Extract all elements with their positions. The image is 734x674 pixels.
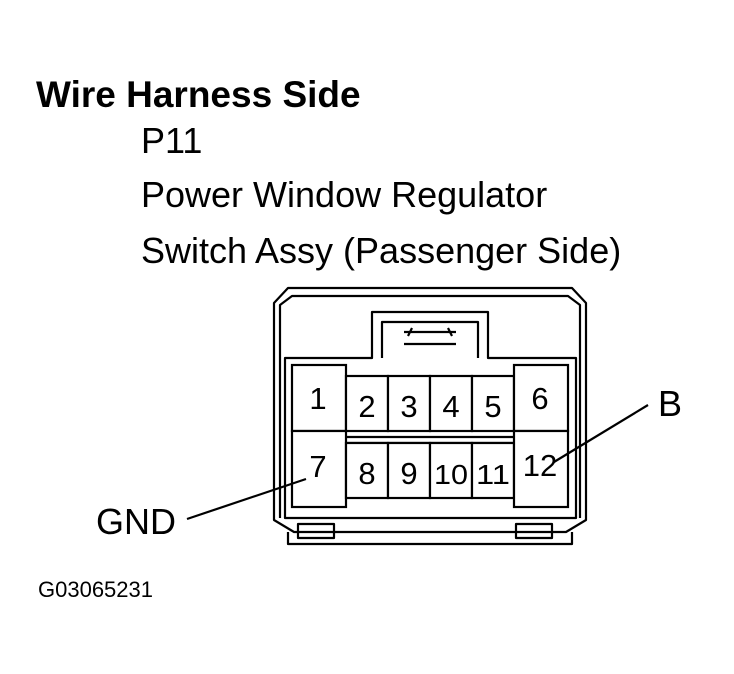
pin-cell-7 [290,429,348,509]
pin-number: 3 [400,389,417,424]
pin-cell-12 [512,429,570,509]
gnd-leader-line [186,477,307,521]
connector-bottom-tab-left [296,522,336,540]
pin-cell-4 [428,374,474,433]
pin-number: 9 [400,456,417,491]
connector-latch-detail [404,327,456,337]
pin-number: 4 [442,389,459,424]
connector-code: P11 [141,120,203,161]
connector-bottom-tab-right [514,522,554,540]
pin-cell-1 [290,363,348,433]
b-leader-line [553,404,649,463]
component-name-line-2: Switch Assy (Passenger Side) [141,230,622,271]
pin-cell-11 [470,441,516,500]
pin-cell-9 [386,441,432,500]
component-name-line-1: Power Window Regulator [141,174,548,215]
page-title: Wire Harness Side [36,74,361,115]
pin-number: 7 [309,449,326,484]
pin-number: 5 [484,389,501,424]
connector-latch [380,320,480,358]
connector-housing-skirt [286,532,574,546]
pin-number: 11 [476,459,510,490]
pin-cell-6 [512,363,570,433]
pin-number: 8 [358,456,375,491]
pin-number: 12 [523,448,557,483]
gnd-callout-label: GND [96,501,176,542]
pin-number: 10 [434,459,468,490]
pin-number: 2 [358,389,375,424]
pin-cell-5 [470,374,516,433]
connector-housing-inner-line [278,294,582,518]
pin-cell-3 [386,374,432,433]
pin-number: 6 [531,381,548,416]
connector-cavity-outline [283,310,578,520]
figure-id: G03065231 [38,577,153,602]
pin-cell-2 [344,374,390,433]
pin-cell-8 [344,441,390,500]
connector-housing-outline [272,286,588,534]
pin-number: 1 [309,381,326,416]
b-callout-label: B [658,383,682,424]
